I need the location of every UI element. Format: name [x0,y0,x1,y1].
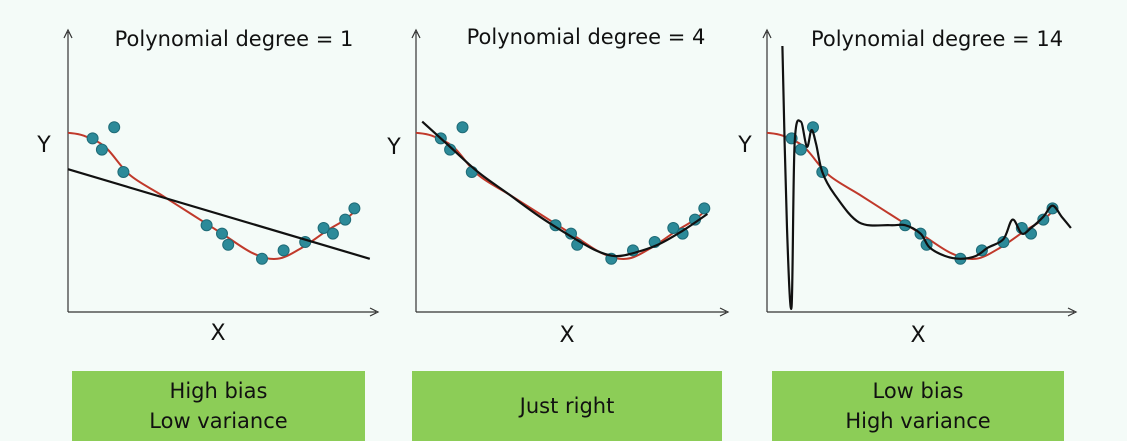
x-axis [767,307,1078,317]
panel-degree-4: Polynomial degree = 4 Y X [386,25,730,348]
panel-title: Polynomial degree = 1 [115,27,354,51]
caption-high-bias-low-variance: High bias Low variance [72,371,365,441]
plot-area [766,45,1072,310]
panel-degree-1: Polynomial degree = 1 Y X [36,27,380,346]
x-axis-label: X [210,321,225,346]
data-point [277,244,290,257]
caption-line: High variance [845,409,991,433]
data-point [256,252,268,265]
data-point [326,227,339,240]
data-point [95,143,108,156]
data-point [1046,202,1059,215]
true-function-line [67,131,359,260]
caption-line: Low bias [872,379,964,403]
data-point [667,222,680,234]
y-axis [411,28,421,312]
caption-line: High bias [169,379,268,403]
model-fit-line [67,168,371,260]
data-point [222,238,235,251]
true-function-line [415,131,709,260]
caption-just-right: Just right [412,371,722,441]
panel-degree-14: Polynomial degree = 14 Y X [737,27,1078,348]
data-point [698,202,711,215]
model-fit-line [781,45,1072,310]
caption-line: Just right [519,394,615,418]
data-point [117,166,130,178]
caption-low-bias-high-variance: Low bias High variance [772,371,1064,441]
data-point [86,132,99,145]
y-axis [762,28,772,312]
x-axis-label: X [910,323,925,348]
x-axis [68,307,380,317]
data-point [108,121,121,134]
data-point [348,202,361,215]
data-point [1037,213,1050,226]
caption-line: Low variance [149,409,288,433]
data-point [200,219,213,232]
model-fit-line [421,120,709,258]
x-axis-label: X [559,323,574,348]
data-point [444,143,457,156]
data-point [794,143,807,156]
panel-title: Polynomial degree = 4 [467,25,706,49]
data-point [1025,227,1037,240]
x-axis [416,307,730,317]
data-point [339,213,352,226]
true-function-line [766,131,1057,260]
y-axis [63,28,73,312]
panel-title: Polynomial degree = 14 [811,27,1063,51]
y-axis-label: Y [386,135,401,160]
plot-area [67,121,371,265]
y-axis-label: Y [36,133,51,158]
y-axis-label: Y [737,133,752,158]
data-point [216,227,228,240]
plot-area [415,120,711,265]
data-point [317,222,330,234]
data-point [456,121,469,134]
